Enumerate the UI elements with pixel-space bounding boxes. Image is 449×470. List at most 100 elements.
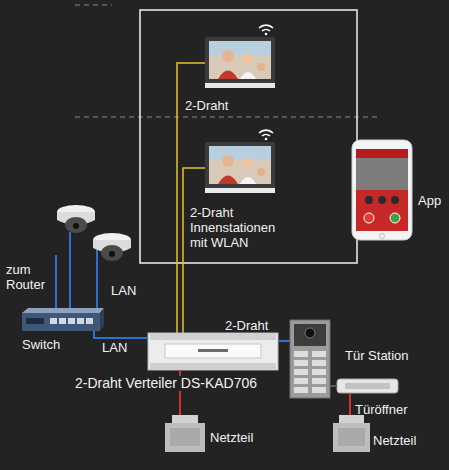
monitor-screen (209, 41, 271, 55)
wifi-icon (259, 25, 273, 28)
screen-photo (218, 176, 238, 185)
monitor-bezel (205, 188, 275, 193)
lan-cable (96, 250, 98, 310)
switch-port (86, 318, 93, 324)
switch-body (22, 313, 100, 331)
dome-camera (101, 245, 123, 261)
app-button (378, 196, 386, 204)
door-station-body (290, 320, 330, 398)
app-button (365, 196, 373, 204)
monitor-bezel (205, 83, 275, 88)
screen-photo (222, 155, 234, 167)
call-button (294, 369, 308, 375)
power-supply-body (172, 415, 198, 424)
device-caption: Switch (22, 337, 60, 352)
call-button (312, 369, 326, 375)
monitor-frame (205, 142, 275, 192)
screen-photo (257, 168, 265, 176)
switch-port (68, 318, 75, 324)
app-button (391, 196, 399, 204)
wifi-icon (265, 138, 268, 141)
call-button (294, 360, 308, 366)
power-supply-body (338, 428, 365, 446)
power-supply: Netzteil (165, 415, 205, 452)
call-button (294, 387, 308, 393)
answer-button (390, 213, 400, 223)
screen-photo (222, 50, 234, 62)
device-caption: Tür Station (345, 348, 409, 363)
app-phone: App (352, 140, 412, 240)
dome-camera (65, 217, 87, 233)
hangup-button (364, 213, 374, 223)
wire-label: zum Router (6, 262, 52, 292)
door-opener-body (337, 379, 398, 393)
screen-photo (240, 72, 256, 79)
wifi-icon (262, 29, 270, 31)
power-supply: Netzteil (333, 415, 370, 452)
call-button (312, 378, 326, 384)
wifi-icon (259, 130, 273, 133)
power-supply-body (165, 423, 205, 452)
call-button (312, 351, 326, 357)
terminal-strip (150, 334, 276, 340)
switch-port (50, 318, 57, 324)
phone-screen (356, 149, 408, 231)
screen-photo (257, 63, 265, 71)
floor-divider (75, 117, 378, 118)
switch-panel (26, 318, 44, 324)
screen-photo (218, 71, 238, 80)
switch-body (100, 308, 104, 331)
call-button (312, 387, 326, 393)
cable-connector (349, 393, 351, 415)
network-switch: Switch (22, 313, 100, 331)
door-station: Tür Station (290, 320, 330, 398)
lan-cable (55, 255, 57, 310)
device-caption: Türöffner (355, 402, 408, 417)
wire-label: LAN (111, 283, 136, 298)
distributor-panel (165, 344, 261, 358)
call-button (312, 360, 326, 366)
screen-photo (240, 177, 256, 184)
door-opener: Türöffner (337, 379, 398, 393)
camera-view (356, 158, 408, 190)
camera-lens (109, 251, 115, 257)
switch-body (22, 308, 104, 313)
floor-divider (75, 5, 112, 6)
power-supply-body (333, 423, 370, 452)
distributor-logo (198, 349, 228, 352)
wifi-icon (265, 33, 268, 36)
terminal-strip (150, 363, 276, 369)
monitor-screen (209, 41, 271, 79)
lan-cable (69, 232, 71, 310)
call-button (294, 351, 308, 357)
cable-connector (94, 331, 148, 338)
screen-photo (243, 53, 253, 63)
connector-label: 2-Draht (225, 318, 268, 333)
home-button (380, 234, 385, 239)
wifi-icon (262, 134, 270, 136)
phone-screen (356, 149, 408, 158)
cable-connector (278, 340, 290, 342)
wire-label: 2-Draht (185, 98, 228, 113)
camera-lens (305, 328, 315, 338)
device-caption: App (418, 193, 441, 208)
power-supply-body (170, 428, 200, 446)
two-wire-cable (183, 168, 205, 333)
monitor-screen (209, 146, 271, 160)
monitor-frame (205, 37, 275, 87)
screen-photo (243, 158, 253, 168)
switch-port (59, 318, 66, 324)
two-wire-distributor: 2-Draht Verteiler DS-KAD706 (148, 333, 278, 370)
camera-module (294, 324, 326, 346)
connector-label: LAN (102, 340, 127, 355)
device-caption: Netzteil (373, 433, 416, 448)
wire-label: 2-Draht Innenstationen mit WLAN (190, 205, 295, 250)
device-caption: Netzteil (210, 430, 253, 445)
cable-connector (330, 385, 337, 387)
door-opener-body (345, 383, 390, 389)
switch-port (77, 318, 84, 324)
building-frame (140, 10, 357, 263)
distributor-body (148, 333, 278, 370)
monitor-screen (209, 146, 271, 184)
